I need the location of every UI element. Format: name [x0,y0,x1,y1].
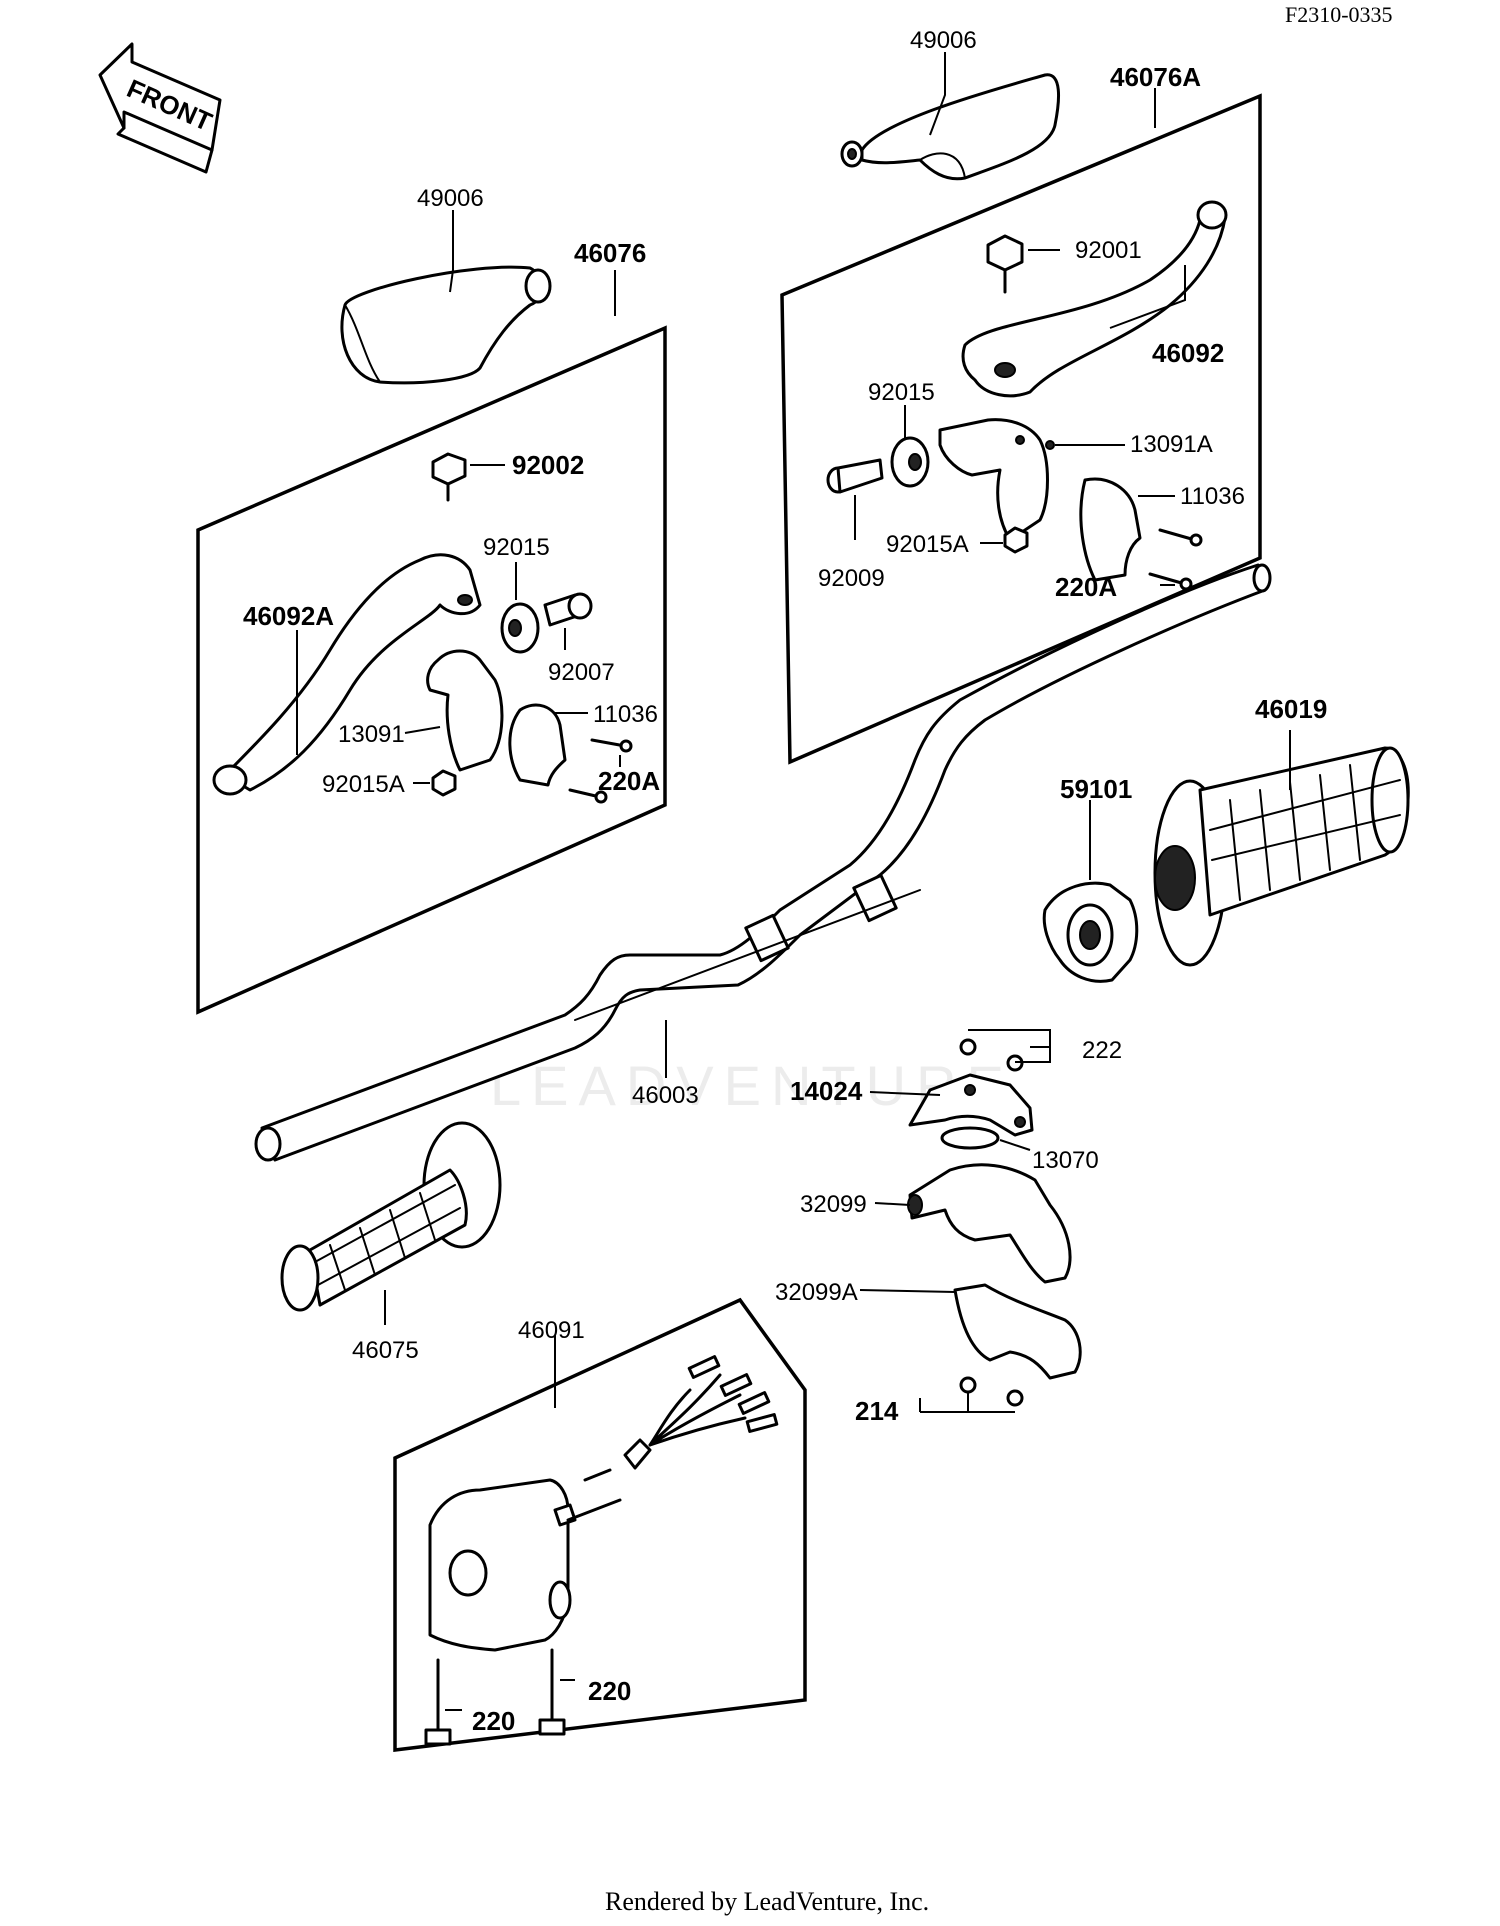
callout-32099A: 32099A [775,1279,858,1306]
cover-14024-part [908,1073,1034,1137]
left-lever-panel [196,325,667,1015]
screw-220-right-part [538,1648,566,1736]
callout-13091: 13091 [338,721,405,748]
switch-panel [393,1297,807,1752]
clamp-bolt-220A-left-part [568,738,633,804]
holder-clamp-11036-left-part [508,703,567,787]
callout-46019: 46019 [1255,694,1327,724]
throttle-housing-32099-part [907,1163,1072,1284]
holder-clamp-11036-right-part [1079,477,1142,582]
callout-92015-left: 92015 [483,534,550,561]
nut-92015A-left-part [431,769,457,797]
callout-220A-left: 220A [598,766,660,796]
handlebar-switch-46091-part [428,1355,779,1652]
callout-92015-right: 92015 [868,379,935,406]
callout-49006-right: 49006 [910,27,977,54]
callout-92015A-left: 92015A [322,771,405,798]
grip-cover-left-part [340,265,552,385]
callout-46076A: 46076A [1110,62,1201,92]
adjuster-nut-92015-right-part [890,436,930,488]
callout-46092A: 46092A [243,601,334,631]
brake-lever-46092A-part [212,553,482,796]
callout-14024: 14024 [790,1076,863,1106]
reference-code: F2310-0335 [1285,2,1393,27]
callout-46003: 46003 [632,1082,699,1109]
footer-credit: Rendered by LeadVenture, Inc. [605,1887,929,1916]
grip-cover-right-part [840,73,1060,181]
callout-92002: 92002 [512,450,584,480]
handlebar-46003-part [254,563,1272,1162]
callout-222: 222 [1082,1037,1122,1064]
callout-11036-right: 11036 [1180,483,1245,510]
callout-59101: 59101 [1060,774,1132,804]
callout-220A-right: 220A [1055,572,1117,602]
callout-92007: 92007 [548,659,615,686]
clamp-bolt-220A-right-part [1148,528,1203,591]
callout-92009: 92009 [818,565,885,592]
callout-220-left: 220 [472,1706,515,1736]
callout-46075: 46075 [352,1337,419,1364]
right-lever-panel [780,93,1262,765]
adjuster-bolt-92009-part [826,458,884,494]
callout-49006-left: 49006 [417,185,484,212]
throttle-housing-32099A-part [953,1283,1082,1380]
watermark: LEADVENTURE [490,1054,1014,1117]
callout-46091: 46091 [518,1317,585,1344]
adjuster-nut-92015-left-part [500,602,540,654]
callout-92015A-right: 92015A [886,531,969,558]
pivot-bolt-92001-part [986,234,1024,294]
nut-92015A-right-part [1003,526,1029,554]
throttle-cam-59101-part [1042,881,1139,983]
callout-13091A: 13091A [1130,431,1213,458]
screw-220-left-part [424,1658,452,1746]
screw-214-part [959,1376,1024,1407]
callout-214: 214 [855,1396,899,1426]
callout-46092: 46092 [1152,338,1224,368]
callout-92001: 92001 [1075,237,1142,264]
adjuster-bolt-92007-part [543,592,593,627]
lever-holder-13091-part [426,649,504,772]
screw-222-part [959,1038,1024,1072]
callout-220-right: 220 [588,1676,631,1706]
callout-32099: 32099 [800,1191,867,1218]
front-arrow-icon: FRONT [98,42,222,174]
callout-11036-left: 11036 [593,701,658,728]
lever-holder-13091A-part [938,418,1055,542]
callout-13070: 13070 [1032,1147,1099,1174]
callout-46076: 46076 [574,238,646,268]
pivot-bolt-92002-part [431,452,467,502]
gasket-13070-part [940,1126,1000,1150]
left-grip-46075-part [280,1121,502,1312]
right-grip-46019-part [1153,746,1410,967]
